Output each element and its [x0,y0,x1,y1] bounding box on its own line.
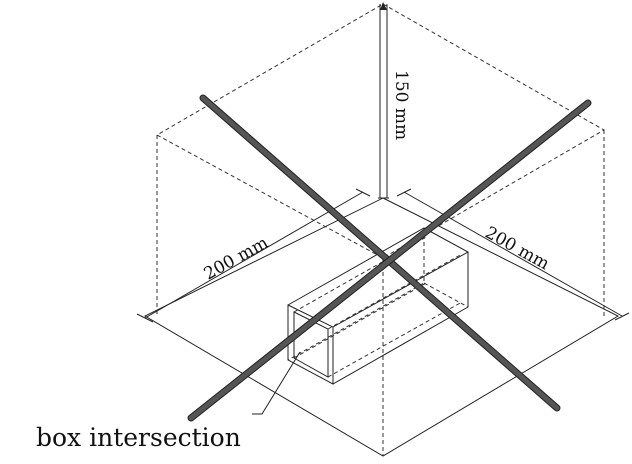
height-label: 150 mm [391,70,411,140]
width-dimension-left [136,188,371,323]
width-dimension-right [396,188,630,321]
caption-leader [252,351,301,415]
vertical-edges [156,130,605,456]
caption: box intersection [36,423,241,452]
base-square [143,197,620,457]
rod-a [199,94,561,412]
rod-b [187,99,592,422]
top-square [155,3,606,259]
width-label-right: 200 mm [482,223,553,274]
height-dimension [378,2,389,199]
